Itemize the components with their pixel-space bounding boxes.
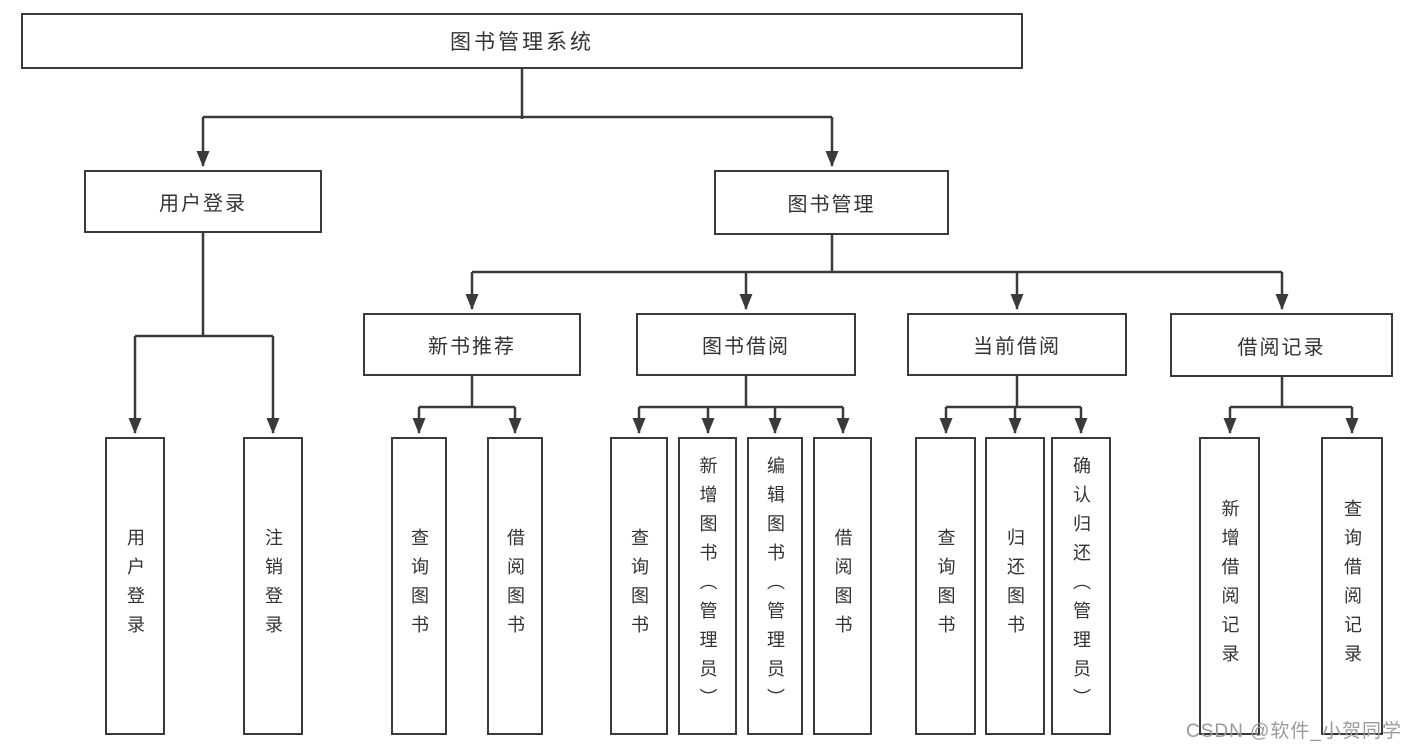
node-label: 新书推荐 <box>428 336 516 358</box>
leaf-logout: 注销登录 <box>243 437 303 735</box>
node-label: 查询图书 <box>629 528 649 644</box>
leaf-current-confirm-return-admin: 确认归还（管理员） <box>1051 437 1111 735</box>
node-borrowing-records: 借阅记录 <box>1170 313 1393 377</box>
node-label: 查询图书 <box>935 528 956 644</box>
node-label: 注销登录 <box>263 528 283 644</box>
node-label: 确认归还（管理员） <box>1071 455 1091 717</box>
node-library-management-system: 图书管理系统 <box>21 13 1023 69</box>
node-user-login-group: 用户登录 <box>84 170 322 233</box>
node-new-book-recommendation: 新书推荐 <box>363 313 581 376</box>
leaf-current-query-book: 查询图书 <box>915 437 976 735</box>
leaf-borrow-add-book-admin: 新增图书（管理员） <box>678 437 737 735</box>
node-label: 查询借阅记录 <box>1342 499 1362 673</box>
node-label: 当前借阅 <box>973 336 1061 358</box>
leaf-current-return-book: 归还图书 <box>985 437 1045 735</box>
csdn-watermark: CSDN @软件_小贺同学 <box>1186 721 1402 742</box>
node-label: 图书借阅 <box>702 336 790 358</box>
leaf-newbooks-query-book: 查询图书 <box>391 437 447 735</box>
node-label: 借阅记录 <box>1237 336 1326 359</box>
node-book-management-group: 图书管理 <box>714 170 949 235</box>
node-book-borrowing: 图书借阅 <box>636 313 856 376</box>
leaf-newbooks-borrow-book: 借阅图书 <box>487 437 543 735</box>
leaf-records-query-record: 查询借阅记录 <box>1321 437 1383 735</box>
node-label: 编辑图书（管理员） <box>765 455 785 717</box>
node-label: 借阅图书 <box>505 528 525 644</box>
node-label: 查询图书 <box>409 528 429 644</box>
leaf-user-login: 用户登录 <box>105 437 165 735</box>
leaf-borrow-borrow-book: 借阅图书 <box>813 437 872 735</box>
leaf-borrow-edit-book-admin: 编辑图书（管理员） <box>747 437 803 735</box>
leaf-records-add-record: 新增借阅记录 <box>1199 437 1260 735</box>
node-label: 用户登录 <box>159 193 247 215</box>
node-label: 归还图书 <box>1005 528 1025 644</box>
node-label: 用户登录 <box>125 528 145 644</box>
node-label: 图书管理 <box>787 194 876 216</box>
node-current-borrowing: 当前借阅 <box>907 313 1127 376</box>
node-label: 借阅图书 <box>832 528 853 644</box>
node-label: 新增借阅记录 <box>1219 499 1240 673</box>
node-label: 新增图书（管理员） <box>697 455 718 717</box>
node-label: 图书管理系统 <box>450 31 594 54</box>
leaf-borrow-query-book: 查询图书 <box>610 437 668 735</box>
